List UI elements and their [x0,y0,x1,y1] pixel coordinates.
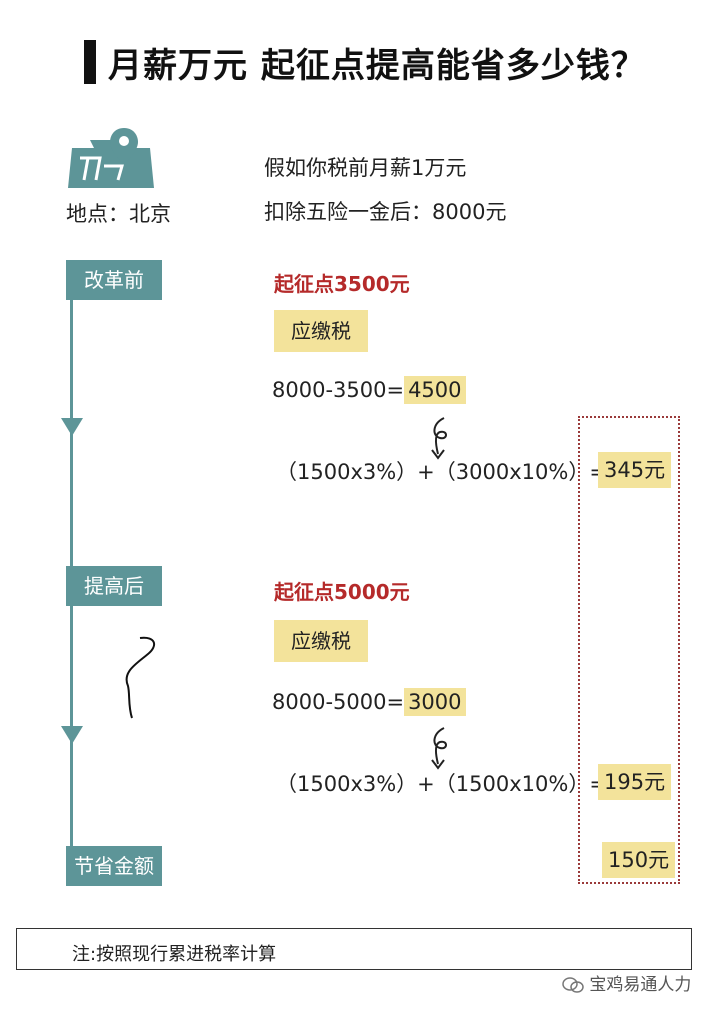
location-label: 地点：北京 [66,202,171,226]
watermark: 宝鸡易通人力 [562,970,691,995]
intro-salary: 假如你税前月薪1万元 [264,156,467,180]
hand-drawn-mark-icon [118,632,158,726]
wechat-icon [562,977,584,993]
taxable-income-formula-after: 8000-5000=3000 [272,688,466,716]
intro-after-deduction: 扣除五险一金后：8000元 [264,200,507,224]
tax-formula-after: （1500x3%）+（1500x10%）= [276,772,607,796]
page-title: 月薪万元 起征点提高能省多少钱？ [108,46,646,86]
formula-expr: 8000-5000= [272,690,405,714]
savings-amount: 150元 [602,842,676,878]
timeline-arrow-2 [61,726,83,744]
note-box [16,928,692,970]
tax-due-tag-before: 应缴税 [274,310,368,352]
threshold-before: 起征点3500元 [274,272,410,296]
tax-result-after: 195元 [598,764,672,800]
formula-expr: 8000-3500= [272,378,405,402]
taxable-income-after: 3000 [404,688,466,716]
stage-savings: 节省金额 [66,846,162,886]
taxable-income-before: 4500 [404,376,466,404]
curved-arrow-icon [426,414,456,468]
results-dotted-frame [578,416,680,884]
timeline-arrow-1 [61,418,83,436]
tax-due-tag-after: 应缴税 [274,620,368,662]
stage-after: 提高后 [66,566,162,606]
threshold-after: 起征点5000元 [274,580,410,604]
title-bar-accent [84,40,96,84]
watermark-text: 宝鸡易通人力 [589,975,692,995]
map-location-icon [66,126,156,196]
tax-result-before: 345元 [598,452,672,488]
taxable-income-formula-before: 8000-3500=4500 [272,376,466,404]
curved-arrow-icon [426,724,456,778]
tax-formula-before: （1500x3%）+（3000x10%）= [276,460,607,484]
note-text: 注:按照现行累进税率计算 [72,944,277,965]
stage-before: 改革前 [66,260,162,300]
